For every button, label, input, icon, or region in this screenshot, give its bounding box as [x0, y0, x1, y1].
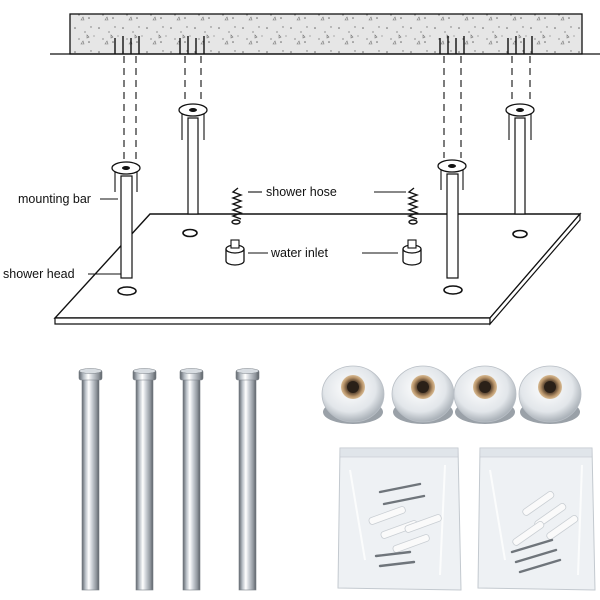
screws	[510, 538, 562, 574]
extension-rods	[78, 368, 260, 591]
ceiling-flanges	[321, 365, 582, 424]
alignment-guides	[123, 56, 531, 162]
extension-rod	[78, 368, 103, 591]
ceiling-anchors	[114, 36, 533, 54]
screw-bag-left	[337, 447, 462, 591]
shower-hose-right	[407, 187, 419, 225]
ceiling-slab	[50, 13, 600, 55]
ceiling-flange	[321, 365, 385, 424]
wall-anchors	[368, 506, 442, 553]
label-shower-head: shower head	[3, 267, 75, 281]
screws	[374, 482, 426, 568]
mounting-bar-back-right	[505, 103, 535, 239]
water-inlet-right	[402, 239, 422, 266]
shower-hose-left	[231, 187, 243, 225]
mounting-bar-back-left	[178, 103, 208, 238]
ceiling-flange	[391, 365, 455, 424]
shower-head-plate	[53, 212, 582, 326]
leader-lines	[88, 191, 406, 275]
label-mounting-bar: mounting bar	[18, 192, 91, 206]
wall-anchors	[512, 490, 579, 546]
mounting-bar-front-left	[111, 161, 141, 296]
label-water-inlet: water inlet	[270, 246, 328, 260]
water-inlet-left	[225, 239, 245, 266]
extension-rod	[235, 368, 260, 591]
mounting-bar-front-right	[437, 159, 467, 295]
screw-bag-right	[477, 447, 596, 591]
extension-rod	[132, 368, 157, 591]
extension-rod	[179, 368, 204, 591]
label-shower-hose: shower hose	[266, 185, 337, 199]
ceiling-flange	[518, 365, 582, 424]
ceiling-flange	[453, 365, 517, 424]
